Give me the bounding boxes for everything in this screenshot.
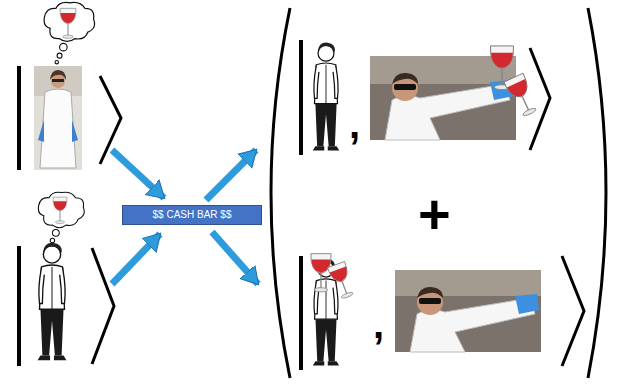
superposition-brackets	[271, 8, 606, 378]
ket-man-photo-two-glasses	[301, 40, 550, 155]
ket-lab-coat-woman	[19, 2, 121, 170]
box-label: $$ CASH BAR $$	[153, 209, 232, 221]
plus-sign: +	[418, 186, 451, 242]
comma-sign: ,	[373, 304, 384, 344]
process-box: $$ CASH BAR $$	[122, 205, 262, 225]
ket-man-two-glasses-photo	[301, 254, 584, 370]
ket-cartoon-man	[19, 192, 114, 366]
comma-sign: ,	[349, 104, 360, 144]
